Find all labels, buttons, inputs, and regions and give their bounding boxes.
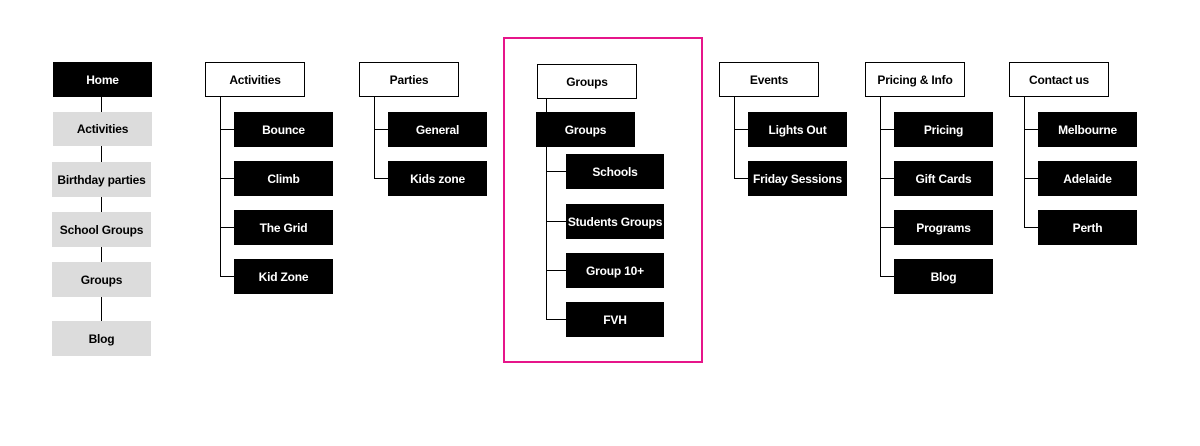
section-contact-us-item-melbourne: Melbourne	[1038, 112, 1137, 147]
section-groups-item-fvh: FVH	[566, 302, 664, 337]
section-contact-us-spine-line	[1024, 97, 1025, 228]
home-item-activities: Activities	[53, 112, 152, 146]
section-contact-us-header: Contact us	[1009, 62, 1109, 97]
section-groups-item-schools: Schools	[566, 154, 664, 189]
section-groups-branch-line	[546, 171, 566, 172]
section-pricing-info-item-pricing: Pricing	[894, 112, 993, 147]
section-activities-spine-line	[220, 97, 221, 277]
section-groups-item-group-10: Group 10+	[566, 253, 664, 288]
section-activities-item-climb: Climb	[234, 161, 333, 196]
section-groups-header: Groups	[537, 64, 637, 99]
section-pricing-info-branch-line	[880, 178, 894, 179]
home-item-blog: Blog	[52, 321, 151, 356]
section-activities-header: Activities	[205, 62, 305, 97]
section-pricing-info-branch-line	[880, 227, 894, 228]
section-groups-header-connector-line	[546, 99, 547, 112]
section-activities-item-the-grid: The Grid	[234, 210, 333, 245]
groups-highlight-frame	[503, 37, 703, 363]
section-pricing-info-item-gift-cards: Gift Cards	[894, 161, 993, 196]
section-groups-item-students-groups: Students Groups	[566, 204, 664, 239]
section-groups-branch-line	[546, 319, 566, 320]
section-events-spine-line	[734, 97, 735, 179]
section-activities-item-bounce: Bounce	[234, 112, 333, 147]
section-pricing-info-branch-line	[880, 276, 894, 277]
section-pricing-info-item-programs: Programs	[894, 210, 993, 245]
home-item-birthday-parties: Birthday parties	[52, 162, 151, 197]
section-contact-us-item-adelaide: Adelaide	[1038, 161, 1137, 196]
section-parties-spine-line	[374, 97, 375, 179]
section-activities-branch-line	[220, 178, 234, 179]
section-activities-branch-line	[220, 276, 234, 277]
section-events-branch-line	[734, 178, 748, 179]
section-parties-branch-line	[374, 178, 388, 179]
home-item-groups: Groups	[52, 262, 151, 297]
section-pricing-info-header: Pricing & Info	[865, 62, 965, 97]
section-activities-branch-line	[220, 129, 234, 130]
section-events-item-lights-out: Lights Out	[748, 112, 847, 147]
section-groups-branch-line	[546, 270, 566, 271]
section-parties-item-general: General	[388, 112, 487, 147]
home-item-school-groups: School Groups	[52, 212, 151, 247]
section-parties-branch-line	[374, 129, 388, 130]
section-groups-spine-line	[546, 147, 547, 320]
section-groups-subparent: Groups	[536, 112, 635, 147]
section-pricing-info-item-blog: Blog	[894, 259, 993, 294]
home-connector-line	[101, 97, 102, 321]
home-node: Home	[53, 62, 152, 97]
section-pricing-info-spine-line	[880, 97, 881, 277]
section-events-header: Events	[719, 62, 819, 97]
section-parties-header: Parties	[359, 62, 459, 97]
section-activities-branch-line	[220, 227, 234, 228]
section-activities-item-kid-zone: Kid Zone	[234, 259, 333, 294]
section-parties-item-kids-zone: Kids zone	[388, 161, 487, 196]
section-events-item-friday-sessions: Friday Sessions	[748, 161, 847, 196]
section-pricing-info-branch-line	[880, 129, 894, 130]
section-contact-us-branch-line	[1024, 129, 1038, 130]
section-events-branch-line	[734, 129, 748, 130]
section-contact-us-item-perth: Perth	[1038, 210, 1137, 245]
section-contact-us-branch-line	[1024, 227, 1038, 228]
section-groups-branch-line	[546, 221, 566, 222]
section-contact-us-branch-line	[1024, 178, 1038, 179]
